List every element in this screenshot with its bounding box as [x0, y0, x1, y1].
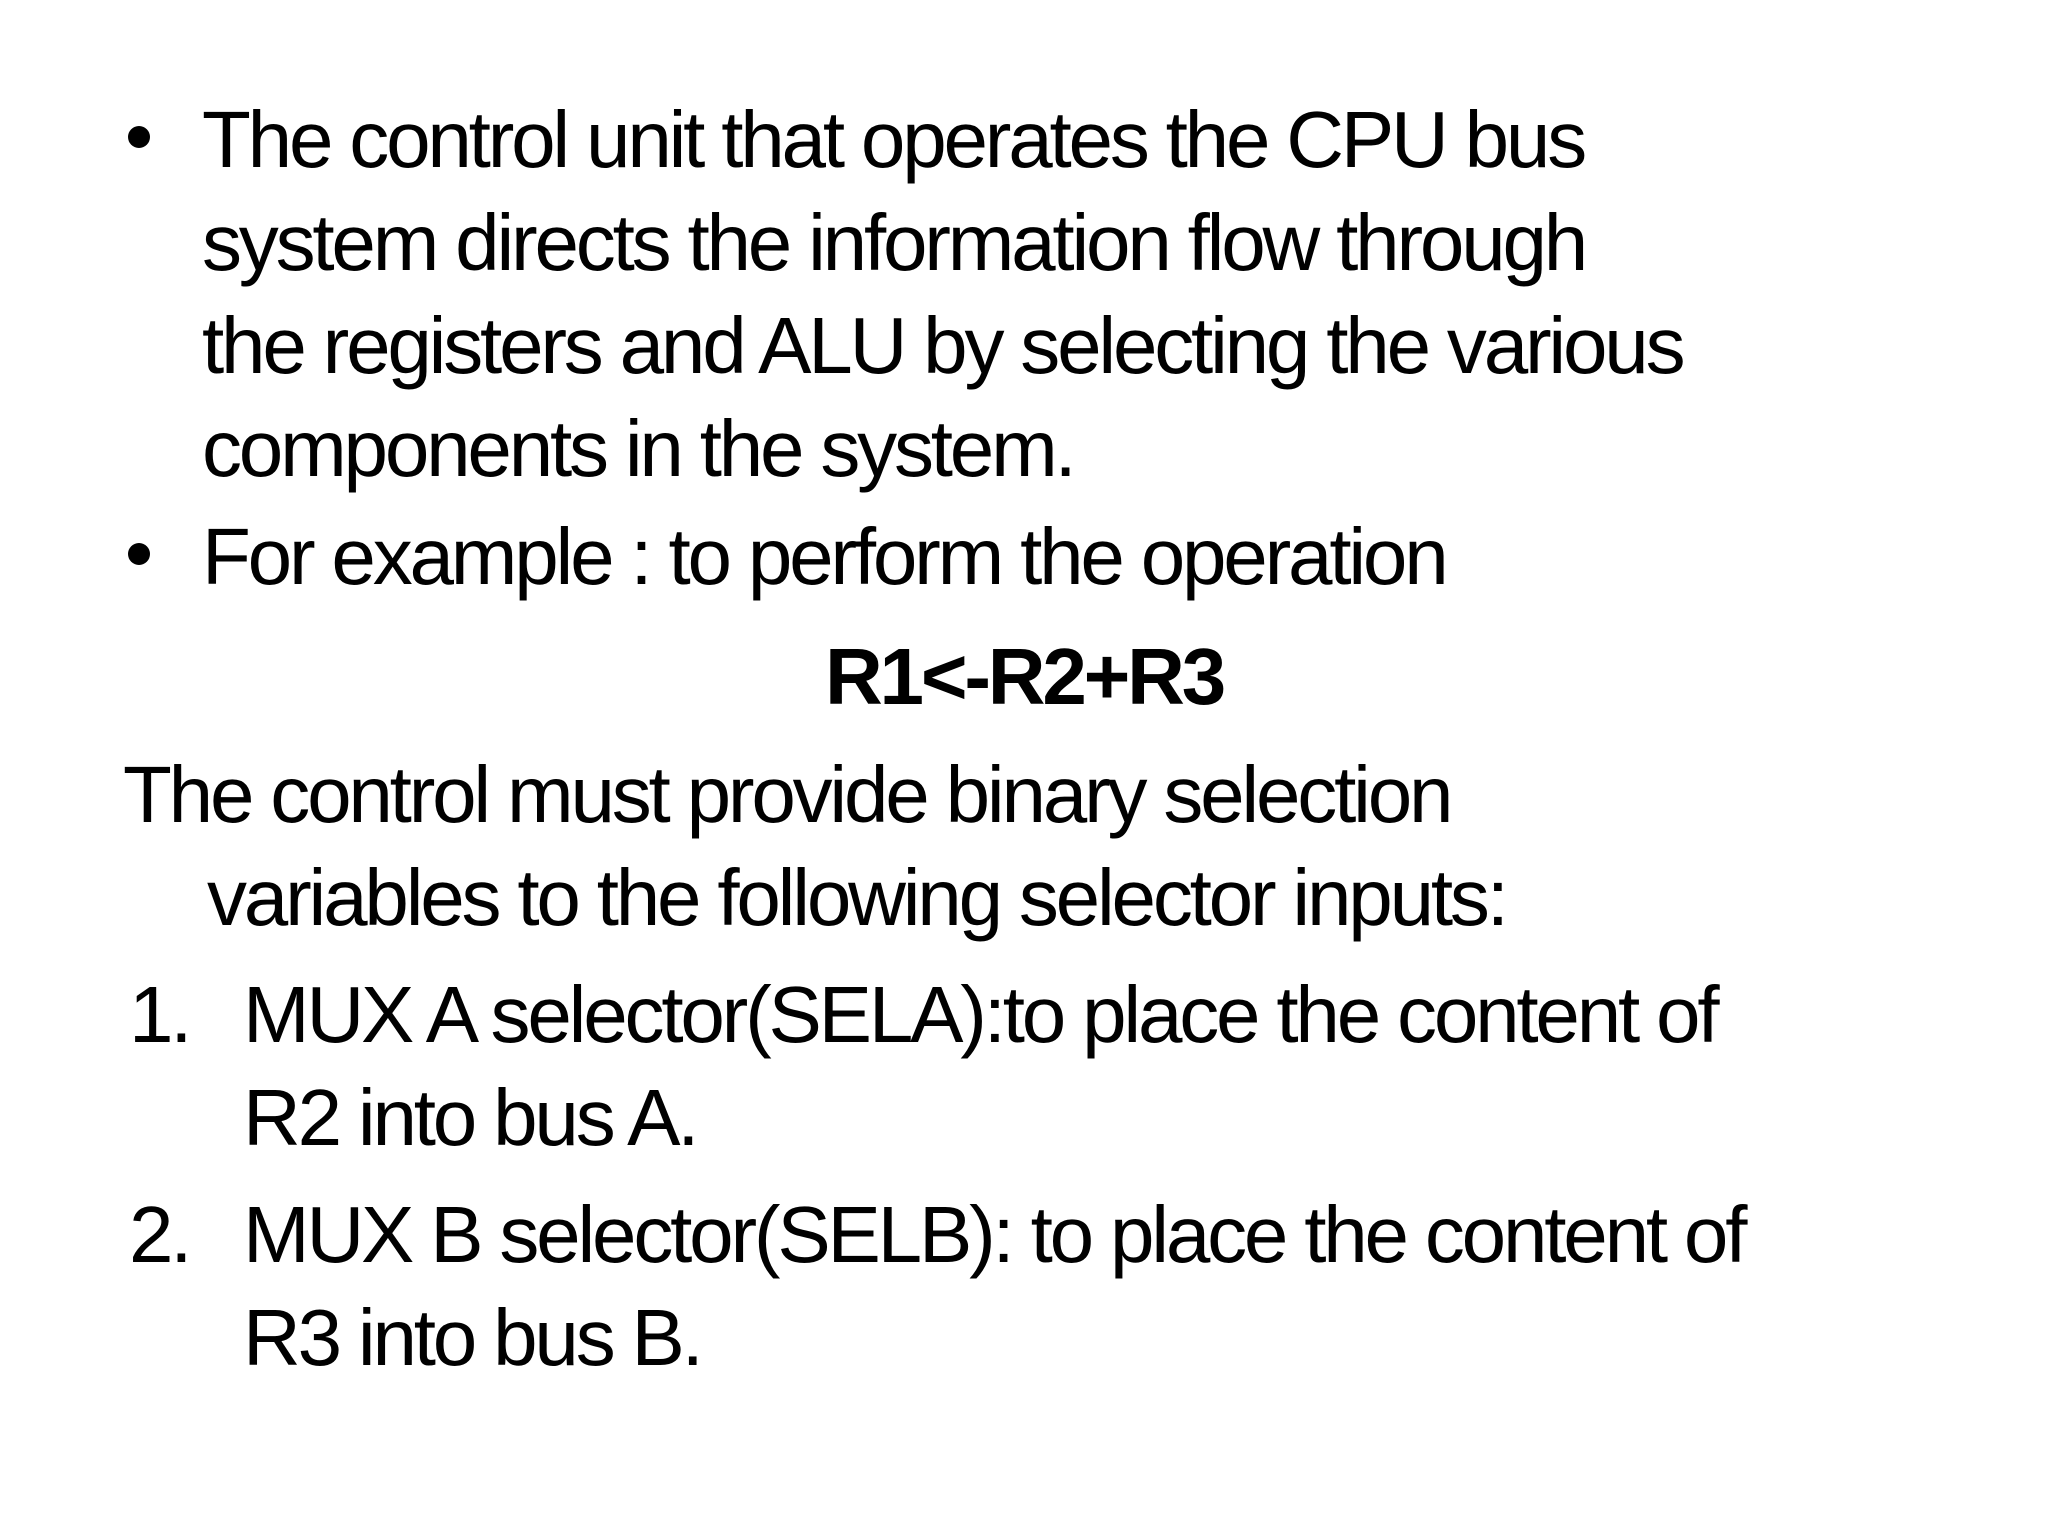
item-1-line-2: R2 into bus A. [243, 1073, 699, 1162]
paragraph-line-2: variables to the following selector inpu… [207, 853, 1509, 942]
item-2-line-1: MUX B selector(SELB): to place the conte… [243, 1190, 1747, 1279]
bullet-item-2: For example : to perform the operation [128, 505, 2048, 608]
item-1-text: MUX A selector(SELA):to place the conten… [243, 963, 1720, 1169]
bullet-1-line-2: system directs the information flow thro… [202, 198, 1588, 287]
numbered-item-1: 1. MUX A selector(SELA):to place the con… [129, 963, 2048, 1169]
equation-text: R1<-R2+R3 [824, 632, 1226, 721]
bullet-item-1: The control unit that operates the CPU b… [128, 88, 2048, 500]
item-2-line-2: R3 into bus B. [243, 1293, 704, 1382]
bullet-1-line-4: components in the system. [202, 404, 1077, 493]
paragraph: The control must provide binary selectio… [123, 743, 2048, 949]
paragraph-line-1: The control must provide binary selectio… [123, 750, 1453, 839]
numbered-item-2: 2. MUX B selector(SELB): to place the co… [129, 1183, 2048, 1389]
item-2-number: 2. [129, 1190, 193, 1279]
bullet-1-line-1: The control unit that operates the CPU b… [202, 95, 1587, 184]
bullet-2-text: For example : to perform the operation [202, 505, 1449, 608]
bullet-2-line-1: For example : to perform the operation [202, 512, 1449, 601]
item-1-line-1: MUX A selector(SELA):to place the conten… [243, 970, 1720, 1059]
item-1-number: 1. [129, 970, 193, 1059]
bullet-dot-icon [128, 543, 150, 565]
item-2-text: MUX B selector(SELB): to place the conte… [243, 1183, 1747, 1389]
bullet-1-line-3: the registers and ALU by selecting the v… [202, 301, 1686, 390]
bullet-1-text: The control unit that operates the CPU b… [202, 88, 1686, 500]
bullet-dot-icon [128, 126, 150, 148]
